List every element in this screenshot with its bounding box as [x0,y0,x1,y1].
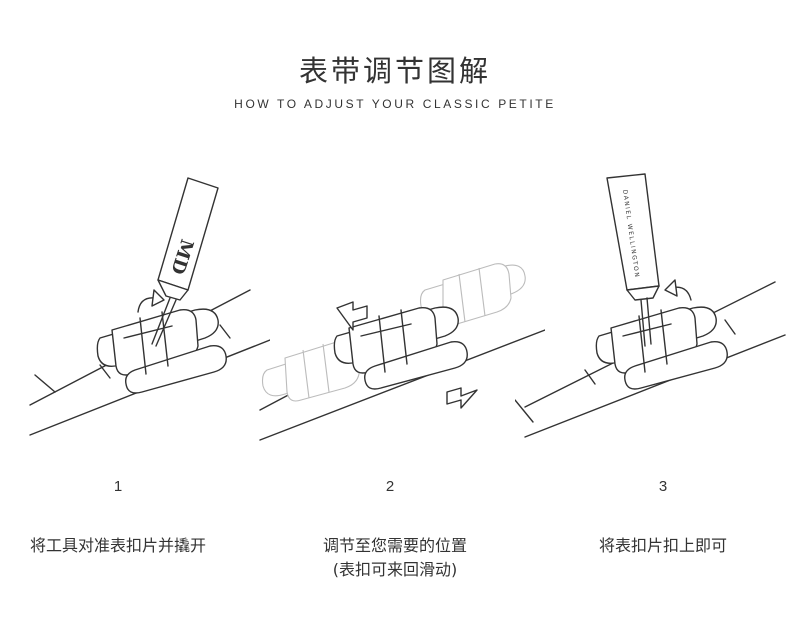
tool-dw: DANIEL WELLINGTON [606,173,660,347]
step-1-number: 1 [113,478,123,495]
step-1-caption-line-1: 将工具对准表扣片并撬开 [29,536,206,555]
step-2-caption: 调节至您需要的位置 (表扣可来回滑动) [285,534,505,582]
buckle [595,306,728,390]
step-2-number: 2 [385,478,395,495]
buckle [333,306,468,390]
buckle [96,308,227,394]
arrow-head-icon [664,279,678,297]
step-2-caption-line-2: (表扣可来回滑动) [332,560,458,579]
arrow-right-icon [446,387,478,409]
ghost-buckle-right [419,263,526,326]
arrow-head-icon [151,289,165,307]
step-1-caption: 将工具对准表扣片并撬开 [0,534,236,558]
page-subtitle: HOW TO ADJUST YOUR CLASSIC PETITE [234,97,556,111]
step-3-caption-line-1: 将表扣片扣上即可 [598,536,727,555]
arrow-left-icon [336,301,368,331]
step-2-caption-line-1: 调节至您需要的位置 [322,536,467,555]
step-2-illustration [259,263,545,441]
step-3-number: 3 [658,478,668,495]
page-title: 表带调节图解 [298,54,491,88]
step-3-caption: 将表扣片扣上即可 [553,534,773,558]
step-3-illustration: DANIEL WELLINGTON [515,173,786,438]
step-1-illustration: MD [29,177,270,436]
tool-md: MD [151,177,219,347]
